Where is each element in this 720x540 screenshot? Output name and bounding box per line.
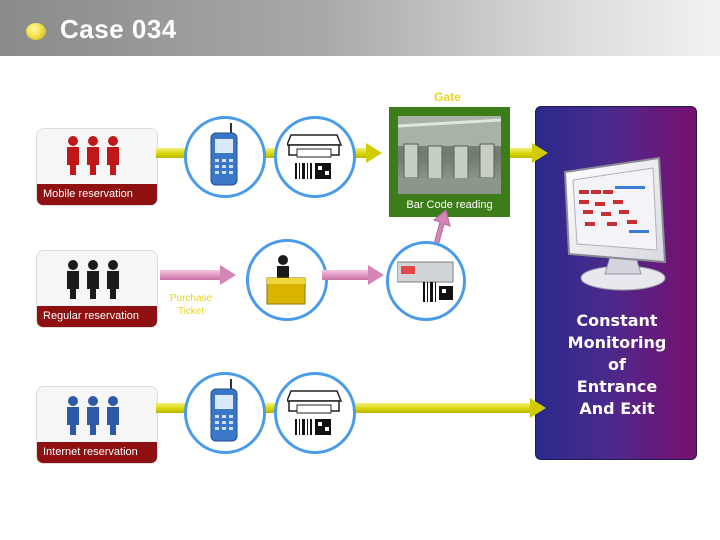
mobile-reservation-panel: Mobile reservation (36, 128, 158, 206)
internet-reservation-label: Internet reservation (37, 442, 157, 463)
barcode-ticket-icon (287, 387, 343, 439)
gate-to-monitor-arrow (510, 148, 548, 158)
ticket-clerk-icon (263, 252, 313, 310)
barcode-ticket-icon (287, 131, 343, 183)
barcode-reader-circle (386, 241, 466, 321)
internet-reservation-panel: Internet reservation (36, 386, 158, 464)
regular-to-clerk-arrow (160, 270, 236, 280)
monitoring-line-2: Monitoring (549, 332, 685, 354)
monitoring-caption: Constant Monitoring of Entrance And Exit (549, 310, 685, 420)
regular-reservation-panel: Regular reservation (36, 250, 158, 328)
computer-monitor-icon (555, 150, 675, 300)
people-group-icon (63, 133, 127, 177)
purchase-ticket-label: Purchase Ticket (165, 292, 217, 318)
ticket-clerk-circle (246, 239, 328, 321)
mobile-phone-circle-internet (184, 372, 266, 454)
mobile-phone-icon (205, 123, 245, 189)
monitoring-line-4: Entrance (549, 376, 685, 398)
purchase-line-1: Purchase (165, 292, 217, 305)
header-bar: Case 034 (0, 0, 720, 56)
ticket-circle (274, 116, 356, 198)
gate-photo-icon (398, 116, 501, 194)
mobile-phone-circle (184, 116, 266, 198)
ticket-circle-internet (274, 372, 356, 454)
gate-box: Bar Code reading (389, 107, 510, 217)
regular-reservation-label: Regular reservation (37, 306, 157, 327)
mobile-phone-icon (205, 379, 245, 445)
people-group-icon (63, 257, 127, 301)
purchase-line-2: Ticket (165, 305, 217, 318)
page-title: Case 034 (60, 14, 177, 45)
monitoring-line-5: And Exit (549, 398, 685, 420)
monitoring-line-1: Constant (549, 310, 685, 332)
barcode-reader-icon (397, 258, 455, 306)
mobile-reservation-label: Mobile reservation (37, 184, 157, 205)
gate-title: Gate (420, 90, 475, 104)
monitoring-line-3: of (549, 354, 685, 376)
bullet-icon (26, 23, 46, 40)
clerk-to-reader-arrow (322, 270, 384, 280)
people-group-icon (63, 393, 127, 437)
